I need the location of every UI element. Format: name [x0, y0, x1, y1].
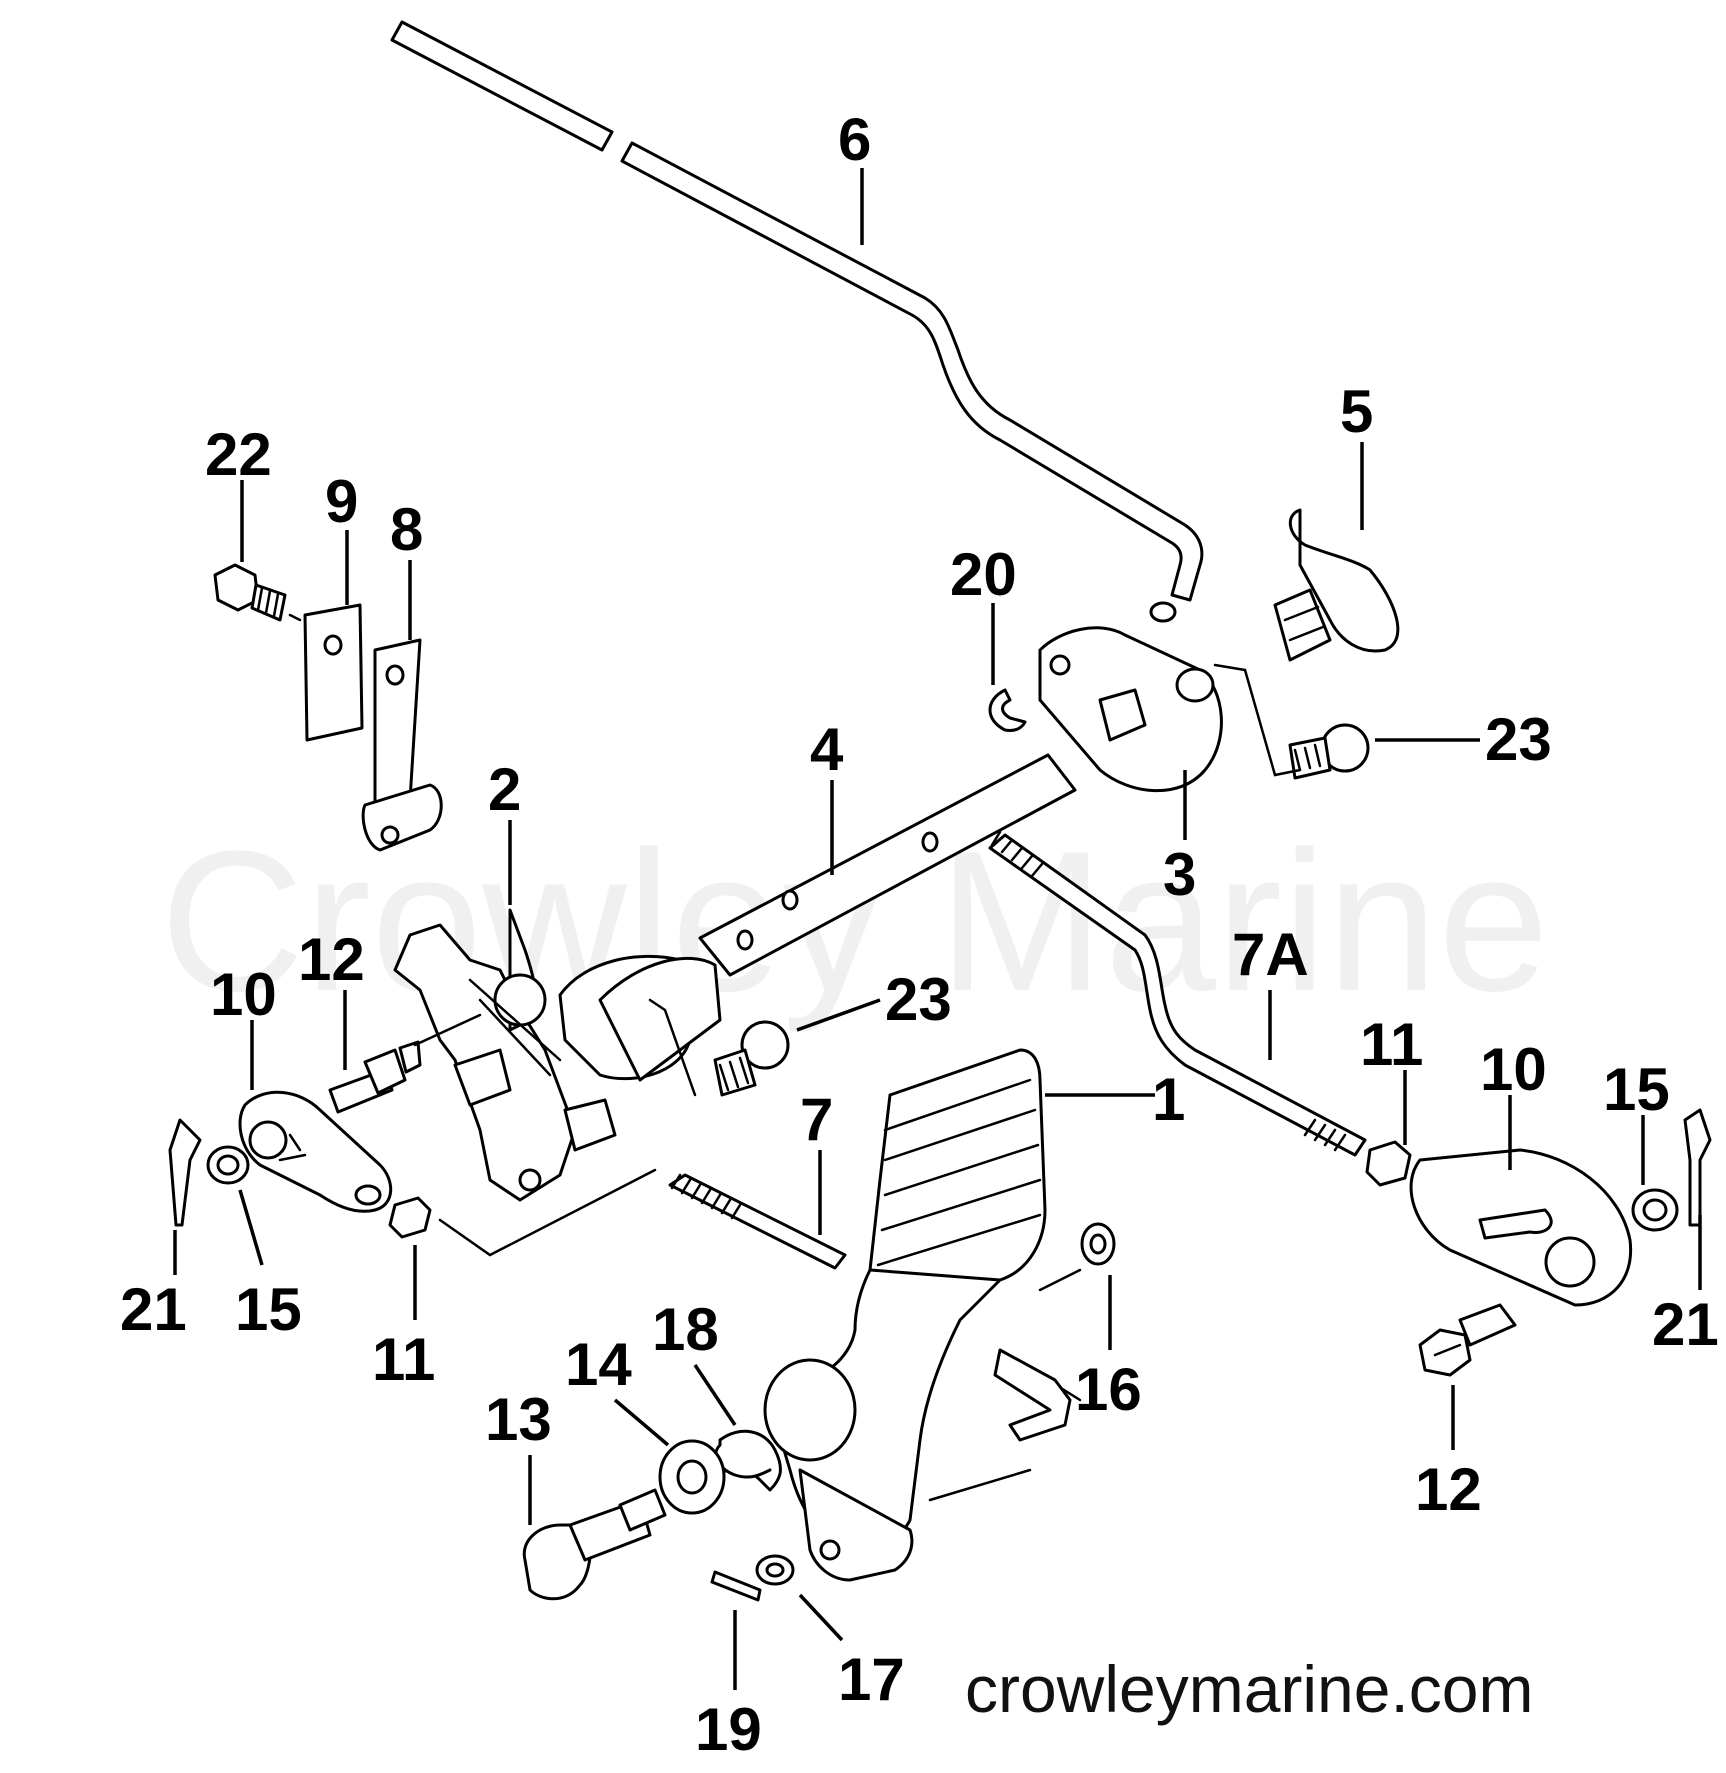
part-washer-14 — [658, 1439, 726, 1515]
part-nut-left — [388, 1196, 432, 1239]
part-plate-9 — [303, 603, 364, 742]
part-clip-right — [1683, 1108, 1712, 1227]
callout-3: 3 — [1163, 841, 1196, 908]
callout-12-left: 12 — [298, 926, 365, 993]
part-washer-right — [1631, 1188, 1679, 1232]
callout-15-right: 15 — [1603, 1056, 1670, 1123]
callout-19: 19 — [695, 1696, 762, 1763]
part-bolt-13 — [522, 1488, 667, 1601]
ref-line-11-left — [438, 1168, 657, 1257]
callout-22: 22 — [205, 421, 272, 488]
part-shift-lever-collar — [1038, 626, 1223, 793]
part-washer-17 — [755, 1554, 795, 1586]
part-ball-stud-upper — [1288, 723, 1370, 780]
part-lever-right — [1409, 1148, 1633, 1307]
callout-8: 8 — [390, 496, 423, 563]
callout-17: 17 — [838, 1646, 905, 1713]
callout-12-right: 12 — [1415, 1456, 1482, 1523]
callout-23-middle: 23 — [885, 966, 952, 1033]
callout-23-upper: 23 — [1485, 706, 1552, 773]
ref-line-23-upper — [1213, 663, 1302, 777]
part-wave-washer — [714, 1429, 782, 1492]
leader-lines — [173, 168, 1702, 1690]
ref-line-22 — [288, 613, 302, 622]
ref-line-23-middle — [648, 998, 697, 1097]
ref-line-12-left — [413, 1013, 482, 1047]
callout-9: 9 — [325, 468, 358, 535]
part-bracket-8 — [361, 638, 443, 852]
callout-1: 1 — [1152, 1066, 1185, 1133]
callout-5: 5 — [1340, 378, 1373, 445]
part-washer-16 — [1080, 1222, 1116, 1266]
part-cotter-pin — [710, 1570, 762, 1602]
callout-7: 7 — [800, 1086, 833, 1153]
callout-7A: 7A — [1232, 921, 1309, 988]
part-shift-lever-assembly — [393, 908, 722, 1202]
callout-2: 2 — [488, 756, 521, 823]
part-pin-right — [1418, 1303, 1517, 1377]
callout-11-left: 11 — [372, 1326, 435, 1393]
site-url: crowleymarine.com — [965, 1652, 1533, 1726]
part-shift-shaft — [698, 753, 1077, 977]
part-retaining-ring — [988, 688, 1027, 732]
part-handle-pin — [993, 1348, 1072, 1442]
part-lever-left — [238, 1090, 393, 1213]
callout-16: 16 — [1075, 1356, 1142, 1423]
callout-13: 13 — [485, 1386, 552, 1453]
callout-18: 18 — [652, 1296, 719, 1363]
part-shift-handle — [763, 1048, 1047, 1582]
callout-20: 20 — [950, 541, 1017, 608]
part-link-rod-7A — [988, 830, 1367, 1157]
part-clip-left — [168, 1118, 202, 1227]
callout-10-left: 10 — [210, 961, 277, 1028]
callout-21-left: 21 — [120, 1276, 187, 1343]
callout-10-right: 10 — [1480, 1036, 1547, 1103]
callout-14: 14 — [565, 1331, 632, 1398]
part-washer-left — [206, 1145, 250, 1185]
callout-21-right: 21 — [1652, 1291, 1719, 1358]
callout-labels: 6 5 22 9 8 20 23 4 2 3 7A 12 10 23 11 10… — [120, 106, 1719, 1763]
callout-4: 4 — [810, 716, 844, 783]
part-ball-stud-middle — [713, 1020, 790, 1097]
part-pin-left — [328, 1040, 422, 1114]
watermark-text: Crowley Marine — [160, 810, 1549, 1033]
callout-6: 6 — [838, 106, 871, 173]
callout-11-right: 11 — [1360, 1011, 1423, 1078]
part-bolt-22 — [213, 563, 287, 622]
callout-15-left: 15 — [235, 1276, 302, 1343]
part-nut-right — [1365, 1140, 1412, 1187]
part-stud-7 — [668, 1173, 847, 1270]
part-cable-retainer — [1273, 508, 1400, 662]
part-shift-rod — [390, 20, 1204, 623]
